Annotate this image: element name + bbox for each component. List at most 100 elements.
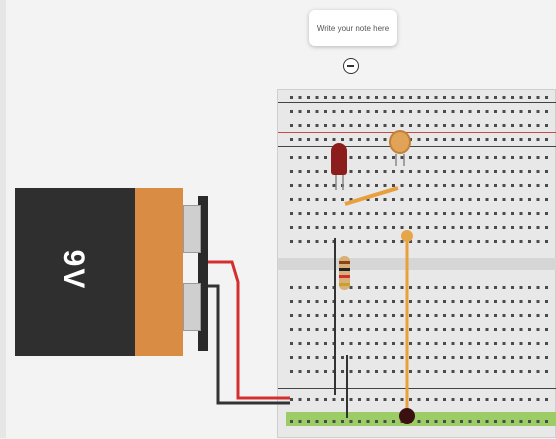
breadboard-hole[interactable]	[545, 170, 548, 173]
breadboard-hole[interactable]	[315, 420, 319, 423]
breadboard-hole[interactable]	[528, 156, 531, 159]
breadboard-hole[interactable]	[502, 356, 506, 359]
breadboard-hole[interactable]	[434, 314, 438, 317]
breadboard-hole[interactable]	[383, 198, 387, 201]
breadboard-hole[interactable]	[383, 398, 387, 401]
breadboard-hole[interactable]	[502, 314, 506, 317]
breadboard-hole[interactable]	[485, 110, 489, 113]
breadboard-hole[interactable]	[341, 240, 344, 243]
breadboard-hole[interactable]	[315, 370, 319, 373]
breadboard-hole[interactable]	[400, 184, 404, 187]
breadboard-hole[interactable]	[358, 356, 361, 359]
breadboard-hole[interactable]	[477, 96, 480, 99]
breadboard-hole[interactable]	[485, 370, 489, 373]
breadboard-hole[interactable]	[451, 286, 455, 289]
breadboard-hole[interactable]	[502, 110, 506, 113]
breadboard-hole[interactable]	[332, 110, 336, 113]
breadboard-hole[interactable]	[468, 198, 472, 201]
breadboard-hole[interactable]	[536, 124, 540, 127]
resistor-component[interactable]	[339, 256, 350, 290]
breadboard-hole[interactable]	[290, 198, 293, 201]
breadboard-hole[interactable]	[536, 370, 540, 373]
breadboard-hole[interactable]	[434, 370, 438, 373]
breadboard-hole[interactable]	[502, 300, 506, 303]
breadboard-hole[interactable]	[290, 240, 293, 243]
breadboard-hole[interactable]	[324, 212, 327, 215]
breadboard-hole[interactable]	[417, 170, 421, 173]
breadboard-hole[interactable]	[528, 198, 531, 201]
breadboard-hole[interactable]	[426, 96, 429, 99]
breadboard-hole[interactable]	[460, 124, 463, 127]
breadboard-hole[interactable]	[434, 138, 438, 141]
breadboard-hole[interactable]	[383, 328, 387, 331]
breadboard-hole[interactable]	[349, 314, 353, 317]
note-bubble[interactable]: Write your note here	[309, 10, 397, 46]
breadboard-hole[interactable]	[426, 170, 429, 173]
breadboard-hole[interactable]	[511, 138, 514, 141]
breadboard-hole[interactable]	[307, 286, 310, 289]
breadboard-hole[interactable]	[307, 328, 310, 331]
breadboard-hole[interactable]	[307, 356, 310, 359]
breadboard-hole[interactable]	[375, 398, 378, 401]
breadboard-hole[interactable]	[349, 398, 353, 401]
breadboard-hole[interactable]	[392, 356, 395, 359]
breadboard-hole[interactable]	[409, 170, 412, 173]
breadboard-hole[interactable]	[536, 198, 540, 201]
breadboard-hole[interactable]	[502, 226, 506, 229]
breadboard-hole[interactable]	[477, 226, 480, 229]
breadboard-hole[interactable]	[349, 328, 353, 331]
breadboard-hole[interactable]	[307, 124, 310, 127]
breadboard-hole[interactable]	[528, 110, 531, 113]
breadboard-hole[interactable]	[307, 420, 310, 423]
breadboard-hole[interactable]	[511, 96, 514, 99]
breadboard-hole[interactable]	[519, 96, 523, 99]
breadboard-hole[interactable]	[366, 314, 370, 317]
breadboard-hole[interactable]	[536, 170, 540, 173]
breadboard-hole[interactable]	[324, 300, 327, 303]
breadboard-hole[interactable]	[468, 110, 472, 113]
breadboard-hole[interactable]	[341, 314, 344, 317]
breadboard-hole[interactable]	[383, 420, 387, 423]
breadboard-hole[interactable]	[519, 286, 523, 289]
breadboard-hole[interactable]	[409, 356, 412, 359]
breadboard-hole[interactable]	[417, 198, 421, 201]
breadboard-hole[interactable]	[426, 138, 429, 141]
breadboard-hole[interactable]	[545, 184, 548, 187]
breadboard-hole[interactable]	[426, 314, 429, 317]
breadboard-hole[interactable]	[485, 356, 489, 359]
breadboard-hole[interactable]	[443, 124, 446, 127]
breadboard-hole[interactable]	[298, 138, 302, 141]
breadboard-hole[interactable]	[392, 240, 395, 243]
breadboard-hole[interactable]	[366, 110, 370, 113]
breadboard-hole[interactable]	[494, 328, 497, 331]
breadboard-hole[interactable]	[443, 420, 446, 423]
breadboard-hole[interactable]	[460, 300, 463, 303]
breadboard-hole[interactable]	[519, 398, 523, 401]
breadboard-hole[interactable]	[494, 212, 497, 215]
breadboard-hole[interactable]	[392, 300, 395, 303]
breadboard-hole[interactable]	[451, 156, 455, 159]
breadboard-hole[interactable]	[341, 124, 344, 127]
breadboard-hole[interactable]	[383, 96, 387, 99]
breadboard-hole[interactable]	[400, 300, 404, 303]
breadboard[interactable]	[277, 89, 556, 438]
breadboard-hole[interactable]	[443, 184, 446, 187]
battery-terminal-top[interactable]	[183, 205, 201, 253]
breadboard-hole[interactable]	[451, 226, 455, 229]
bottom-component-knob[interactable]	[399, 408, 415, 424]
breadboard-hole[interactable]	[417, 226, 421, 229]
breadboard-hole[interactable]	[409, 212, 412, 215]
breadboard-hole[interactable]	[400, 156, 404, 159]
breadboard-hole[interactable]	[375, 240, 378, 243]
breadboard-hole[interactable]	[460, 138, 463, 141]
breadboard-hole[interactable]	[332, 342, 336, 345]
breadboard-hole[interactable]	[315, 198, 319, 201]
breadboard-hole[interactable]	[298, 170, 302, 173]
breadboard-hole[interactable]	[460, 398, 463, 401]
breadboard-hole[interactable]	[477, 398, 480, 401]
breadboard-hole[interactable]	[494, 240, 497, 243]
breadboard-hole[interactable]	[366, 398, 370, 401]
breadboard-hole[interactable]	[434, 420, 438, 423]
breadboard-hole[interactable]	[511, 356, 514, 359]
breadboard-hole[interactable]	[341, 226, 344, 229]
